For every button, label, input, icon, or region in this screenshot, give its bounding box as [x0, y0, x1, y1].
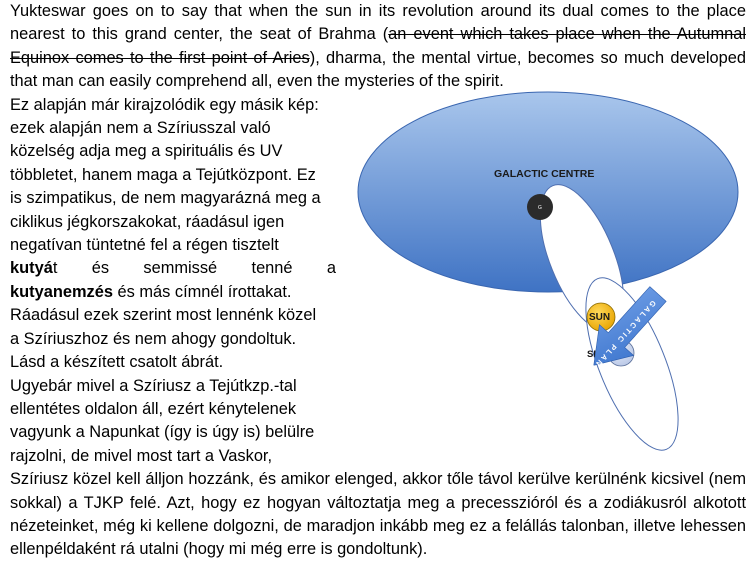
text-line: rajzolni, de mivel most tart a Vaskor, — [10, 446, 273, 465]
text-line: ezek alapján nem a Szíriusszal való — [10, 119, 271, 138]
paragraph-english-quote: Yukteswar goes on to say that when the s… — [10, 0, 746, 94]
text-fragment: és más címnél írottakat. — [112, 282, 292, 301]
document-body: Yukteswar goes on to say that when the s… — [10, 0, 746, 562]
text-line: Ez alapján már kirajzolódik egy másik ké… — [10, 95, 319, 114]
galactic-diagram: GALACTIC CENTRE G SUN SIRIUS GALACTIC PL… — [356, 90, 756, 462]
text-line: kutyát és semmissé tenné a — [10, 257, 336, 280]
galactic-core — [527, 194, 553, 220]
text-line: többletet, hanem maga a Tejútközpont. Ez — [10, 165, 316, 184]
text-line: ciklikus jégkorszakokat, ráadásul igen — [10, 212, 285, 231]
text-line: Ráadásul ezek szerint most lennénk közel — [10, 306, 317, 325]
sun-label: SUN — [589, 312, 610, 323]
text-line: negatívan tüntetné fel a régen tisztelt — [10, 236, 279, 255]
bold-word-kutya: kutyá — [10, 259, 53, 278]
text-line: ellentétes oldalon áll, ezért kénytelene… — [10, 399, 297, 418]
quote-text-before: Yukteswar goes on to say that when the s… — [10, 2, 746, 44]
paragraph-hungarian-1: Ez alapján már kirajzolódik egy másik ké… — [10, 94, 336, 469]
text-line: Ugyebár mivel a Szíriusz a Tejútkzp.-tal — [10, 376, 297, 395]
paragraph-hungarian-2-continued: Szíriusz közel kell álljon hozzánk, és a… — [10, 470, 746, 559]
diagram-canvas: GALACTIC CENTRE G SUN SIRIUS GALACTIC PL… — [357, 91, 739, 451]
quote-text-after: ), dharma, the mental virtue, becomes so… — [10, 48, 746, 91]
sirius-orbit-ellipse — [585, 277, 679, 451]
text-line: közelség adja meg a spirituális és UV — [10, 142, 283, 161]
text-line: vagyunk a Napunkat (így is úgy is) belül… — [10, 423, 315, 442]
text-line: kutyanemzés és más címnél írottakat. — [10, 281, 336, 304]
core-g-label: G — [538, 205, 542, 211]
text-fragment: t és semmissé tenné a — [52, 259, 336, 278]
struck-through-text: an event which takes place when the Autu… — [10, 25, 746, 67]
bold-word-kutyanemzes: kutyanemzés — [10, 282, 113, 301]
text-line: Lásd a készített csatolt ábrát. — [10, 353, 224, 372]
text-line: is szimpatikus, de nem magyarázná meg a — [10, 189, 321, 208]
text-line: a Szíriuszhoz és nem ahogy gondoltuk. — [10, 329, 297, 348]
galactic-centre-label: GALACTIC CENTRE — [494, 168, 594, 180]
